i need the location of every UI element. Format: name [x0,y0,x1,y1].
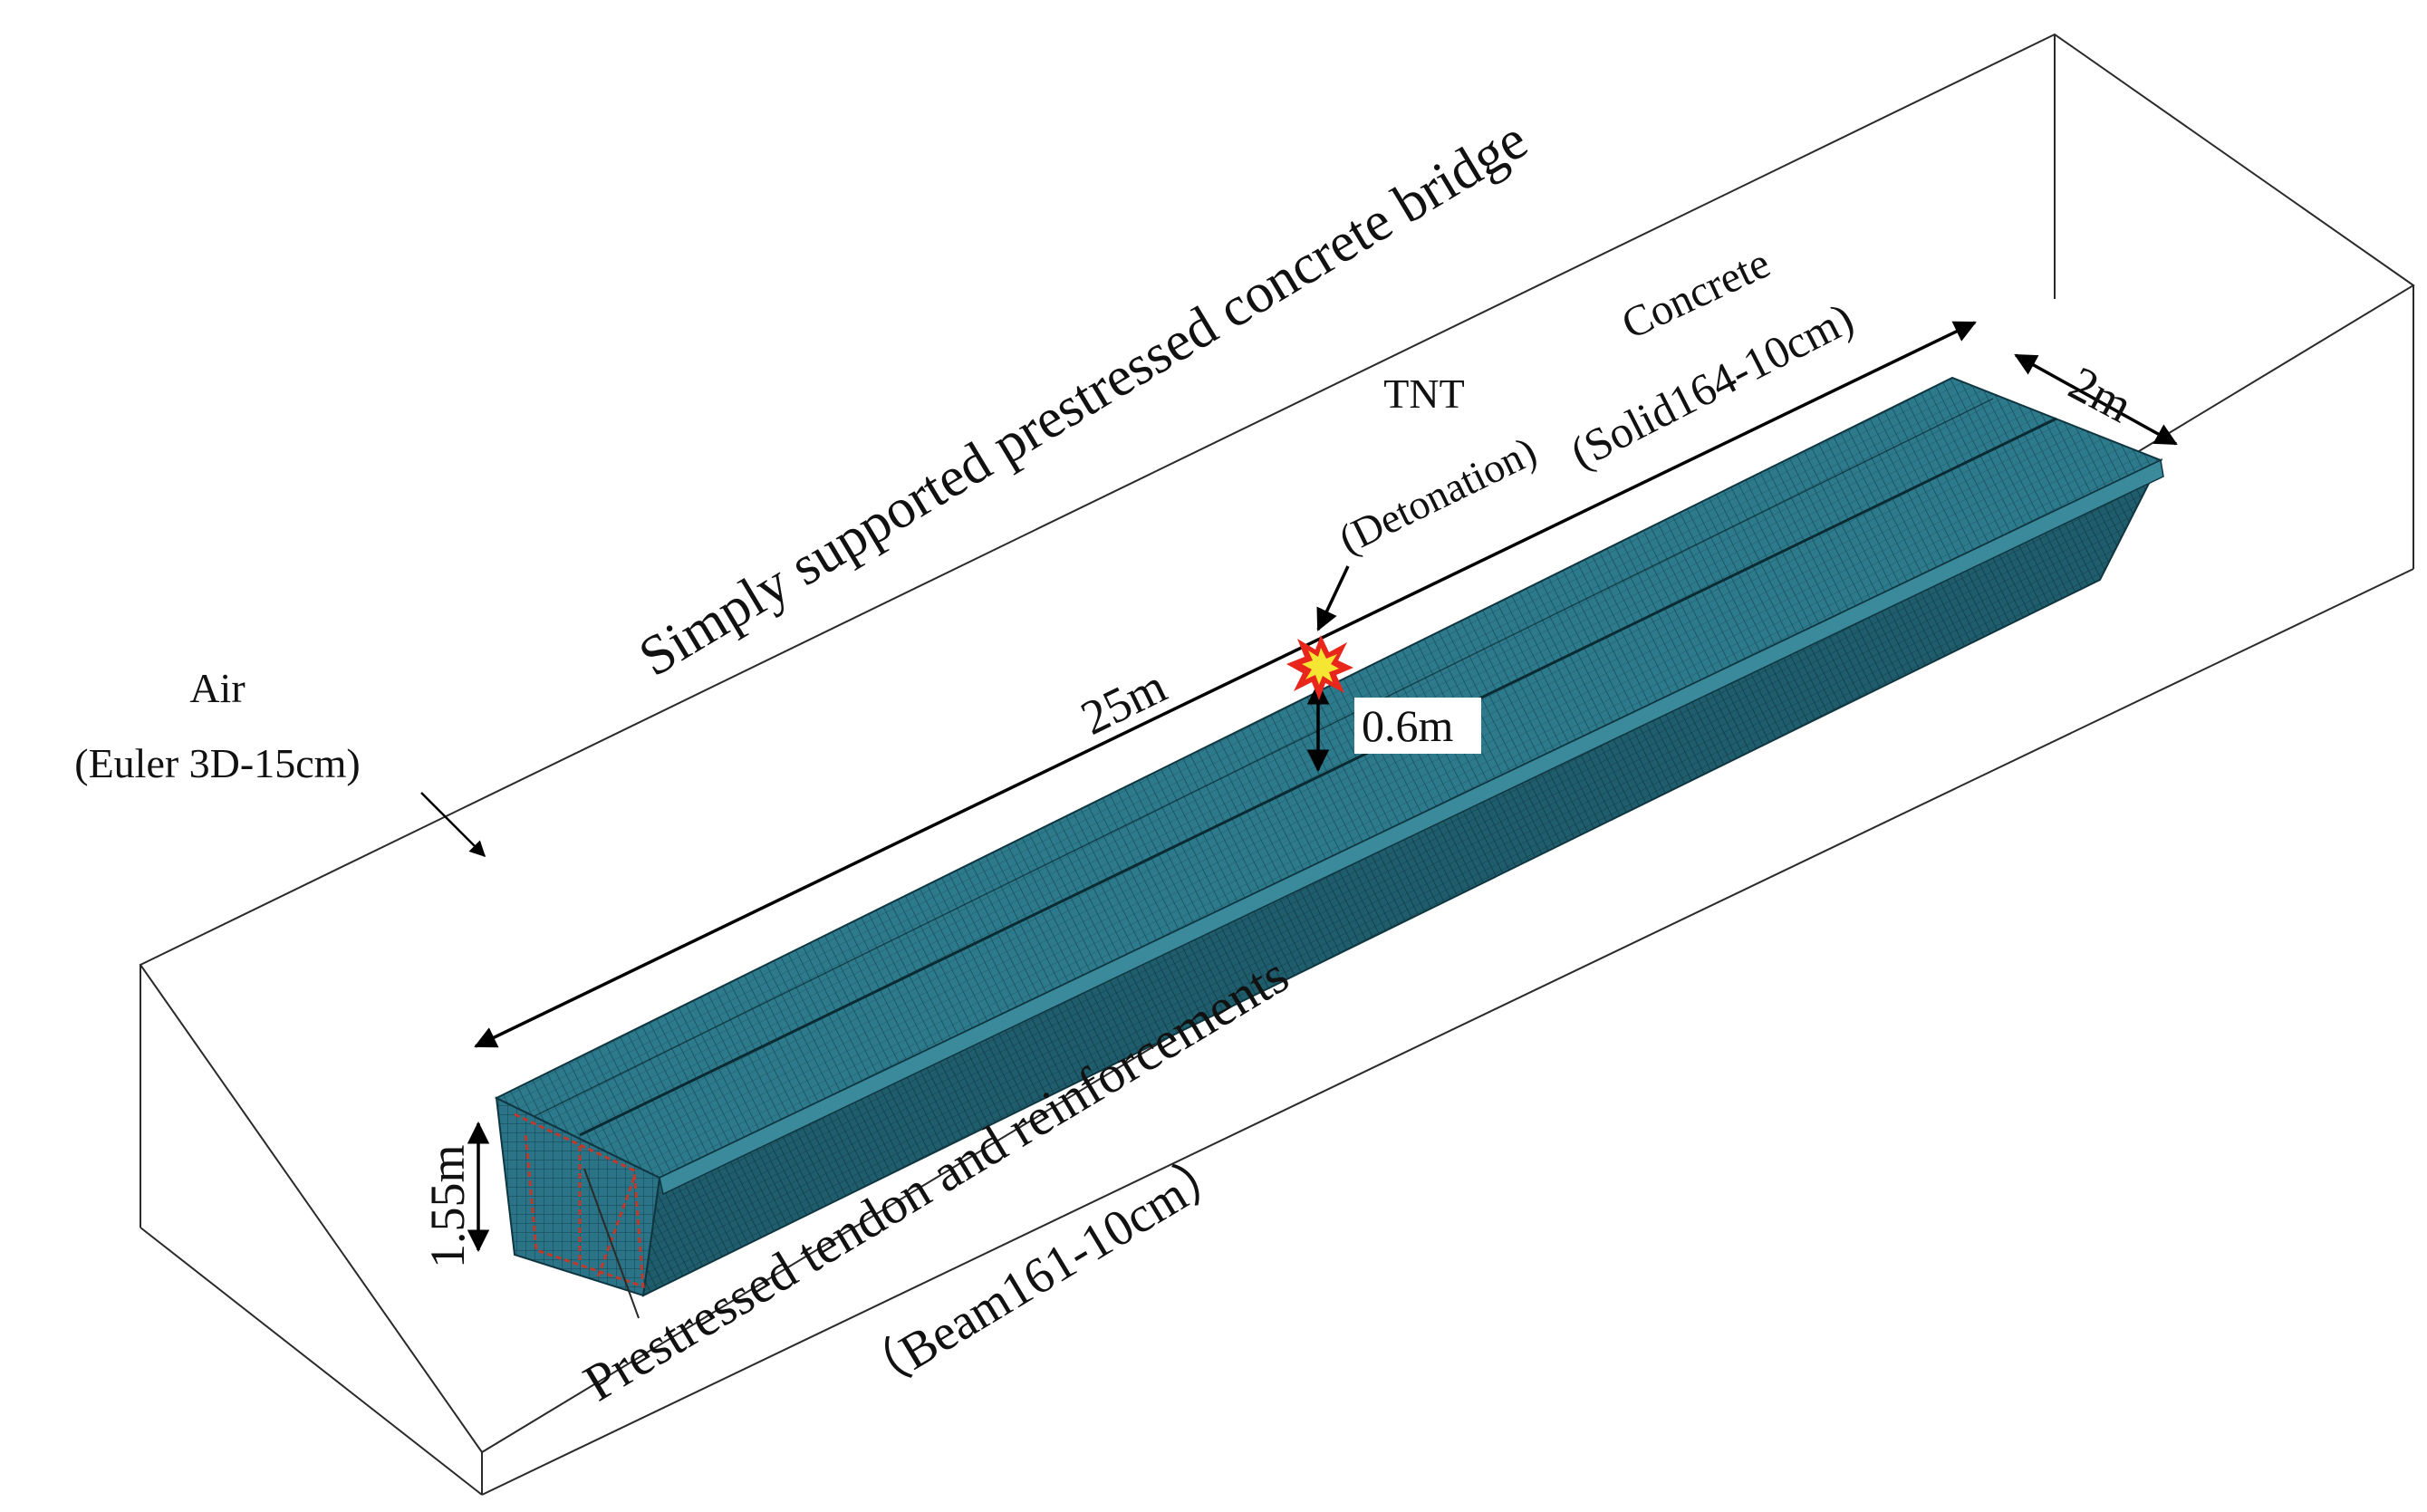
width-dimension [2014,353,2178,446]
standoff-label-bg [1354,698,1481,754]
concrete-label: Concrete [1614,239,1777,349]
length-dimension [474,321,1977,1048]
beam-top-deck [494,376,2163,1180]
tendon-leader-line [583,1168,640,1319]
standoff-label: 0.6m [1362,700,1454,751]
tnt-label: TNT [1383,371,1464,417]
air-pointer-arrow [420,792,486,858]
air-label: Air [189,665,245,711]
tnt-pointer-arrow [1316,565,1350,631]
width-label: 2m [2060,356,2141,433]
box-girder-beam [494,376,2164,1297]
air-element-label: (Euler 3D-15cm) [74,740,361,786]
height-label: 1.55m [420,1144,475,1268]
tendon-cross-section [514,1112,645,1289]
explosion-icon [1286,635,1353,700]
tendon-line-1 [579,417,2057,1137]
beam-flange-edge [659,458,2164,1196]
tnt-detonation-label: (Detonation) [1332,428,1544,563]
